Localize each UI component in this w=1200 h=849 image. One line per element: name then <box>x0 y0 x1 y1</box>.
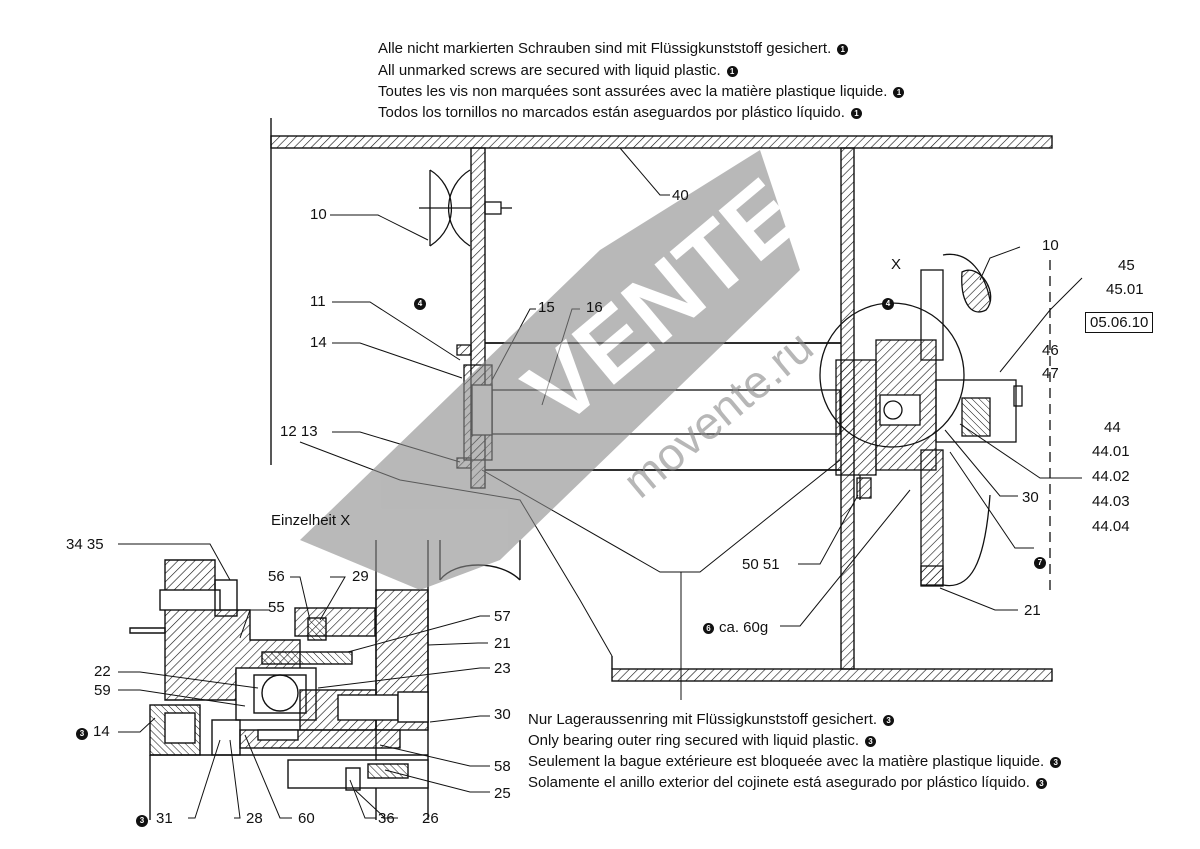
part-label: 30 <box>494 706 511 723</box>
part-label: 36 <box>378 810 395 827</box>
marker-3: 3 <box>76 728 88 740</box>
part-label: 14 <box>310 334 327 351</box>
date-box: 05.06.10 <box>1085 312 1154 333</box>
part-label: 57 <box>494 608 511 625</box>
part-label: 10 <box>310 206 327 223</box>
note-marker: 1 <box>837 44 849 55</box>
part-label: 15 <box>538 299 555 316</box>
part-label: 34 35 <box>66 536 104 553</box>
marker-7: 7 <box>1034 553 1046 569</box>
note-bottom-fr: Seulement la bague extérieure est bloque… <box>528 752 1062 771</box>
note-top-de: Alle nicht markierten Schrauben sind mit… <box>378 39 849 58</box>
part-label: 40 <box>672 187 689 204</box>
note-bottom-de: Nur Lageraussenring mit Flüssigkunststof… <box>528 710 895 729</box>
part-label: 22 <box>94 663 111 680</box>
roller-top-left <box>419 169 512 247</box>
note-top-en: All unmarked screws are secured with liq… <box>378 61 738 80</box>
detail-marker-x: X <box>891 256 902 273</box>
part-label: 45 <box>1118 257 1135 274</box>
part-label: 28 <box>246 810 263 827</box>
part-label: 44.03 <box>1092 493 1130 510</box>
leader-lines <box>118 147 1083 819</box>
part-label: 56 <box>268 568 285 585</box>
part-label: 60 <box>298 810 315 827</box>
note-top-es: Todos los tornillos no marcados están as… <box>378 103 862 122</box>
part-label: 16 <box>586 299 603 316</box>
part-label: 12 13 <box>280 423 318 440</box>
part-label: 25 <box>494 785 511 802</box>
note-marker: 3 <box>883 715 895 726</box>
note-bottom-es: Solamente el anillo exterior del cojinet… <box>528 773 1047 792</box>
watermark: VENTE movente.ru <box>300 150 823 590</box>
note-marker: 3 <box>1035 778 1047 789</box>
part-label: 55 <box>268 599 285 616</box>
part-label: 26 <box>422 810 439 827</box>
part-label: 44.01 <box>1092 443 1130 460</box>
grease-marker: 6 <box>703 623 714 634</box>
part-label: 47 <box>1042 365 1059 382</box>
part-label: 30 <box>1022 489 1039 506</box>
part-label: 21 <box>1024 602 1041 619</box>
marker-4: 4 <box>414 294 426 310</box>
note-marker: 1 <box>850 108 862 119</box>
detail-x-drawing <box>129 540 521 820</box>
part-label: 50 51 <box>742 556 780 573</box>
marker-3: 3 <box>136 815 148 827</box>
part-label: 11 <box>310 293 326 310</box>
part-label: 59 <box>94 682 111 699</box>
note-top-fr: Toutes les vis non marquées sont assurée… <box>378 82 905 101</box>
note-marker: 1 <box>893 87 905 98</box>
note-bottom-en: Only bearing outer ring secured with liq… <box>528 731 877 750</box>
part-label: 44.02 <box>1092 468 1130 485</box>
part-label: 58 <box>494 758 511 775</box>
part-label: 23 <box>494 660 511 677</box>
detail-title: Einzelheit X <box>271 512 351 529</box>
part-label: 29 <box>352 568 369 585</box>
note-marker: 3 <box>865 736 877 747</box>
part-label: 10 <box>1042 237 1059 254</box>
part-label: 46 <box>1042 342 1059 359</box>
part-label: 44 <box>1104 419 1121 436</box>
note-marker: 3 <box>1050 757 1062 768</box>
part-label: 21 <box>494 635 511 652</box>
marker-4: 4 <box>882 294 894 310</box>
part-label: 44.04 <box>1092 518 1130 535</box>
part-label: 45.01 <box>1106 281 1144 298</box>
note-marker: 1 <box>726 66 738 77</box>
